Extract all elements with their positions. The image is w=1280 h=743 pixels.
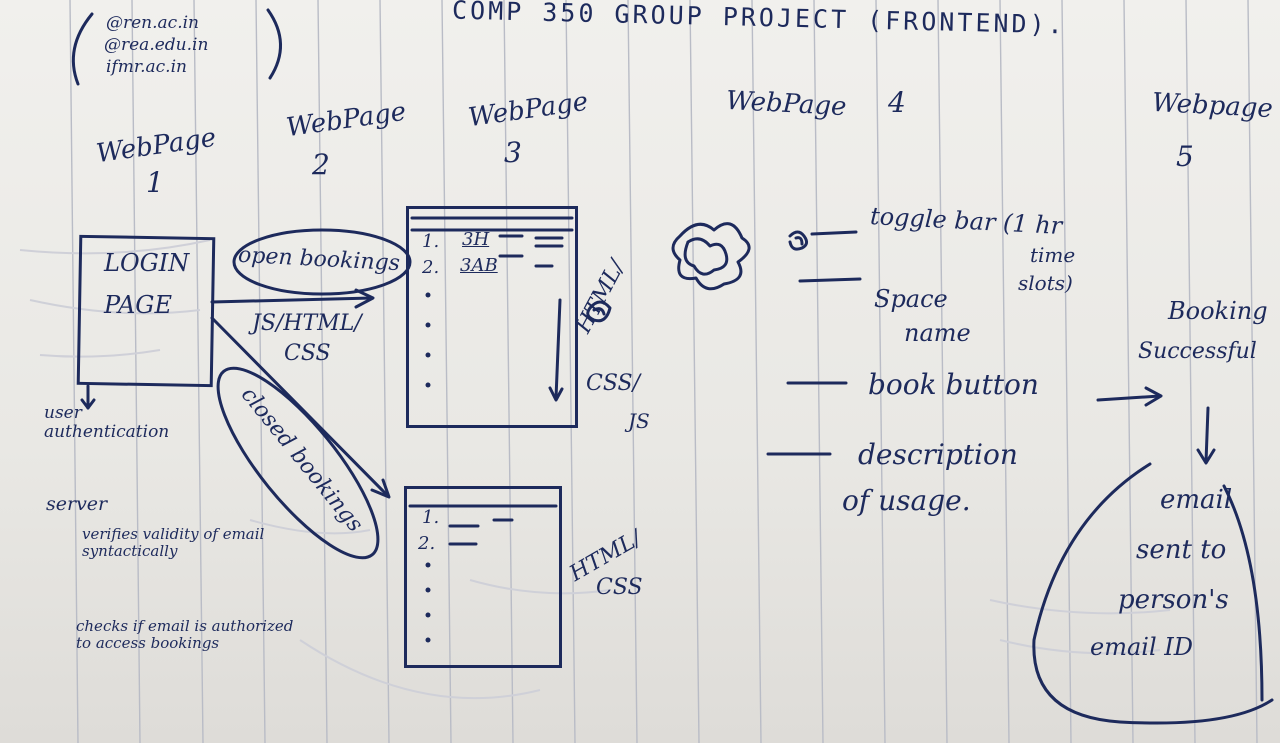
space-name-line2: name — [904, 319, 971, 347]
login-label-line2: PAGE — [104, 291, 172, 319]
user-auth-label: user authentication — [44, 403, 170, 442]
server-label: server — [46, 493, 108, 515]
email-sent-line1: email — [1160, 485, 1233, 515]
book-button-label: book button — [868, 368, 1039, 401]
email-sent-line3: person's — [1118, 585, 1229, 615]
booking-successful-line1: Booking — [1168, 297, 1268, 325]
tech-js-html-line2: CSS — [284, 341, 331, 366]
tech-html-bottom-line2: CSS — [596, 575, 643, 600]
toggle-bar-time: time — [1030, 243, 1076, 267]
description-line2: of usage. — [842, 484, 971, 517]
toggle-bar-slots: slots) — [1018, 271, 1073, 295]
page2-number: 2 — [312, 148, 330, 181]
page3-open-card — [406, 206, 578, 428]
booking-successful-line2: Successful — [1138, 339, 1257, 364]
domain-2: @rea.edu.in — [104, 35, 209, 55]
tech-html-css-line2: CSS/ — [586, 371, 641, 396]
space-name-line1: Space — [874, 285, 948, 313]
page3-item2-room: 3AB — [460, 255, 498, 276]
page3-number: 3 — [504, 136, 522, 169]
page3-bottom-item1: 1. — [422, 507, 440, 528]
page4-heading: WebPage — [725, 85, 848, 123]
login-label-line1: LOGIN — [104, 249, 190, 277]
description-line1: description — [858, 438, 1018, 471]
server-bullet-2: checks if email is authorized to access … — [76, 617, 294, 652]
page5-heading: Webpage — [1151, 87, 1274, 125]
page4-number: 4 — [888, 86, 906, 119]
tech-html-css-line3: JS — [628, 409, 650, 433]
page3-item1-num: 1. — [422, 231, 440, 252]
domain-3: ifmr.ac.in — [106, 57, 187, 77]
page1-number: 1 — [146, 166, 164, 199]
email-sent-line4: email ID — [1090, 633, 1193, 661]
page3-bottom-item2: 2. — [418, 533, 436, 554]
tech-js-html-line1: JS/HTML/ — [252, 311, 362, 336]
page3-item1-room: 3H — [462, 229, 490, 250]
server-bullet-1: verifies validity of email syntactically — [82, 525, 265, 560]
page3-item2-num: 2. — [422, 257, 440, 278]
page3-closed-card — [404, 486, 562, 668]
domain-1: @ren.ac.in — [106, 13, 199, 33]
email-sent-line2: sent to — [1136, 535, 1227, 565]
page5-number: 5 — [1176, 140, 1194, 173]
